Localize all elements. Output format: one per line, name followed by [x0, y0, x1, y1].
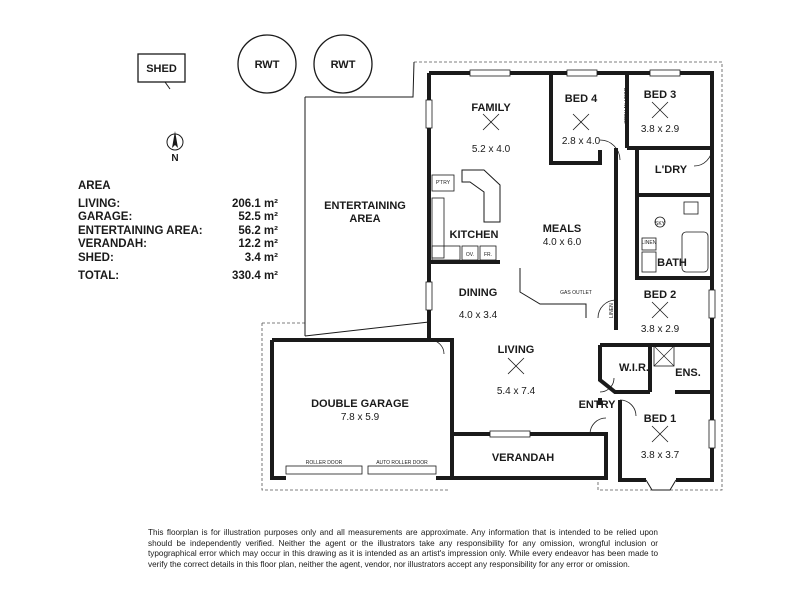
area-row-name: VERANDAH:: [78, 238, 147, 251]
entry-label: ENTRY: [579, 399, 617, 411]
meals-label: MEALS: [543, 223, 582, 235]
family-dim: 5.2 x 4.0: [472, 144, 511, 155]
kitchen-label: KITCHEN: [450, 229, 499, 241]
area-row-name: SHED:: [78, 251, 114, 264]
dining-label: DINING: [459, 287, 498, 299]
family-label: FAMILY: [471, 102, 511, 114]
bed3-label: BED 3: [644, 89, 676, 101]
disclaimer-text: This floorplan is for illustration purpo…: [148, 528, 658, 569]
entertaining-label: ENTERTAINING: [324, 200, 406, 212]
ceiling-fan-icon: [651, 301, 669, 319]
bath-label: BATH: [657, 257, 687, 269]
area-row: VERANDAH: 12.2 m²: [78, 238, 278, 251]
bed4-label: BED 4: [565, 93, 598, 105]
area-row: LIVING: 206.1 m²: [78, 198, 278, 211]
meals-dim: 4.0 x 6.0: [543, 237, 582, 248]
area-table: AREA LIVING: 206.1 m² GARAGE: 52.5 m² EN…: [78, 180, 278, 283]
linen-label-1: LINEN: [642, 240, 657, 246]
roller-door-label: ROLLER DOOR: [306, 460, 343, 466]
living-label: LIVING: [498, 344, 535, 356]
shed-label: SHED: [146, 63, 177, 75]
ensuite-label: ENS.: [675, 367, 701, 379]
shed-marker: SHED: [137, 53, 186, 90]
area-row-value: 12.2 m²: [238, 238, 278, 251]
living-dim: 5.4 x 7.4: [497, 386, 536, 397]
north-arrow-icon: N: [166, 131, 184, 164]
area-row: SHED: 3.4 m²: [78, 252, 278, 265]
bed2-label: BED 2: [644, 289, 676, 301]
built-in-robe-label: BUILT-IN ROBE: [622, 88, 628, 124]
area-total-value: 330.4 m²: [231, 269, 278, 282]
rwt-label-2: RWT: [331, 59, 356, 71]
fridge-label: FR.: [484, 252, 492, 258]
bed4-dim: 2.8 x 4.0: [562, 136, 601, 147]
bed3-dim: 3.8 x 2.9: [641, 124, 680, 135]
oven-label: OV.: [466, 252, 474, 258]
auto-roller-door-label: AUTO ROLLER DOOR: [376, 460, 428, 466]
area-row: ENTERTAINING AREA: 56.2 m²: [78, 225, 278, 238]
gas-outlet-label: GAS OUTLET: [560, 290, 592, 296]
ceiling-fan-icon: [572, 113, 590, 131]
rwt-label-1: RWT: [255, 59, 280, 71]
wir-label: W.I.R.: [619, 362, 649, 374]
skylight-label: SKY: [655, 221, 666, 227]
area-total-name: TOTAL:: [78, 269, 120, 282]
garage-label: DOUBLE GARAGE: [311, 398, 409, 410]
ceiling-fan-icon: [507, 357, 525, 375]
rainwater-tank-2: RWT: [313, 34, 373, 94]
dining-dim: 4.0 x 3.4: [459, 310, 498, 321]
verandah-label: VERANDAH: [492, 452, 554, 464]
area-row-value: 52.5 m²: [238, 211, 278, 224]
area-total-row: TOTAL: 330.4 m²: [78, 270, 278, 283]
ceiling-fan-icon: [651, 425, 669, 443]
linen-label-2: LINEN: [609, 303, 615, 318]
area-row-value: 3.4 m²: [244, 251, 278, 264]
area-row: GARAGE: 52.5 m²: [78, 211, 278, 224]
pantry-label: P'TRY: [436, 180, 451, 186]
laundry-label: L'DRY: [655, 164, 688, 176]
area-row-name: ENTERTAINING AREA:: [78, 224, 203, 237]
area-row-value: 56.2 m²: [238, 224, 278, 237]
bed2-dim: 3.8 x 2.9: [641, 324, 680, 335]
entertaining-label-2: AREA: [349, 213, 380, 225]
north-label: N: [171, 153, 178, 164]
area-row-value: 206.1 m²: [231, 198, 278, 210]
area-heading: AREA: [78, 180, 111, 192]
bed1-label: BED 1: [644, 413, 676, 425]
rainwater-tank-1: RWT: [237, 34, 297, 94]
ceiling-fan-icon: [651, 101, 669, 119]
bed1-dim: 3.8 x 3.7: [641, 450, 680, 461]
garage-dim: 7.8 x 5.9: [341, 412, 380, 423]
ceiling-fan-icon: [482, 113, 500, 131]
area-row-name: LIVING:: [78, 198, 121, 210]
area-row-name: GARAGE:: [78, 211, 133, 224]
